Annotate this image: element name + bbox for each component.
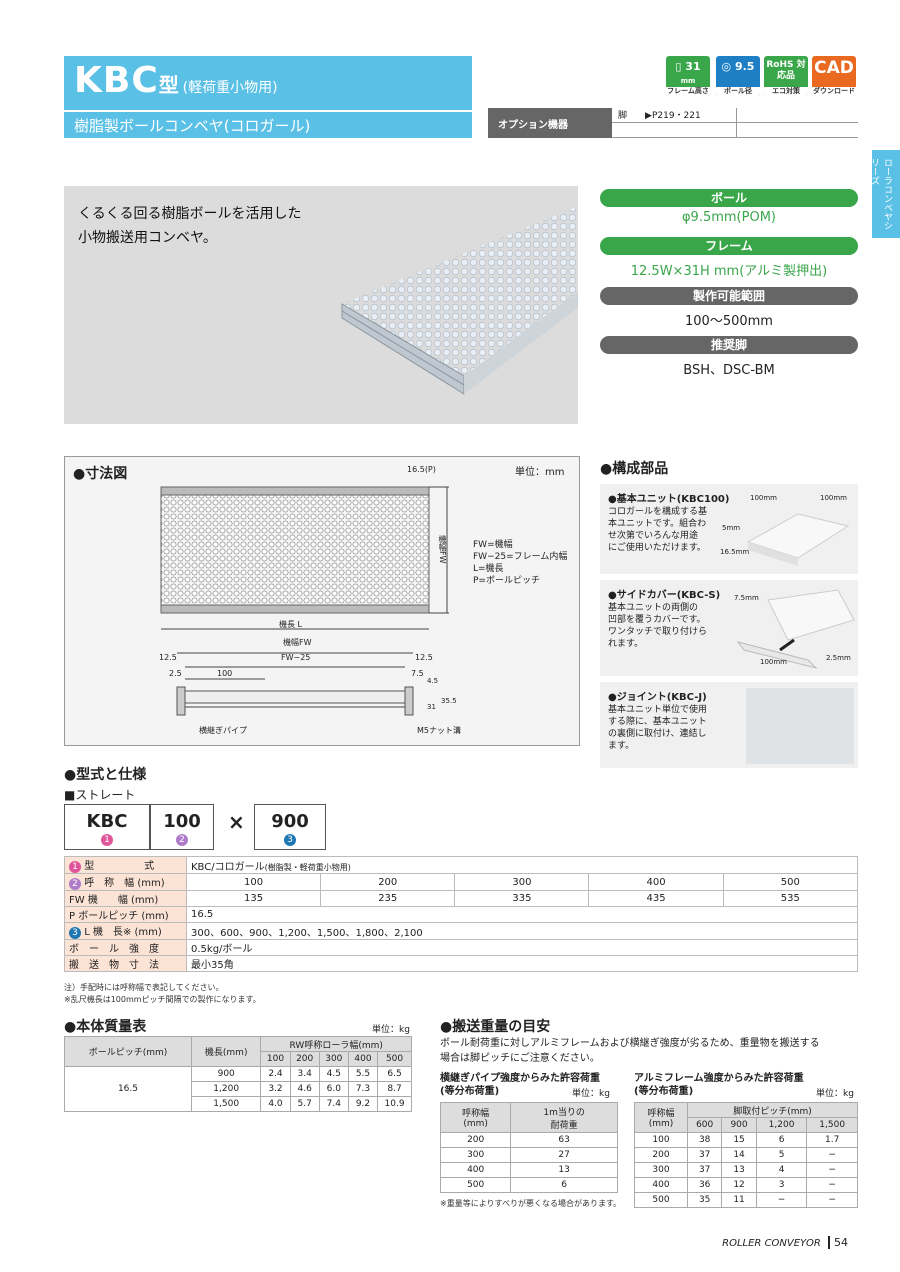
frame-spec-value: 12.5W×31H mm(アルミ製押出) [630, 264, 828, 279]
table-row: 3 L 機 長※ (mm)300、600、900、1,200、1,500、1,8… [64, 922, 858, 940]
part-basic-unit: ●基本ユニット(KBC100) コロガールを構成する基本ユニットです。組合わせ次… [600, 484, 858, 574]
table-row: P ボールピッチ (mm)16.5 [64, 906, 858, 923]
leg-page-ref[interactable]: ▶P219・221 [645, 111, 701, 121]
ball-spec-heading: ボール [600, 189, 858, 207]
header-divider [64, 110, 472, 112]
product-description: くるくる回る樹脂ボールを活用した小物搬送用コンベヤ。 [78, 206, 302, 246]
page-title: KBC型 (軽荷重小物用) [74, 60, 278, 101]
page-footer: ROLLER CONVEYOR 54 [722, 1236, 848, 1249]
frame-spec-heading: フレーム [600, 237, 858, 255]
table-row: 搬 送 物 寸 法最小35角 [64, 955, 858, 972]
ball-icon: ◎ [721, 60, 732, 73]
ball-diameter-badge: ◎ 9.5 ボール径 [716, 56, 760, 96]
product-hero: くるくる回る樹脂ボールを活用した小物搬送用コンベヤ。 [64, 186, 578, 424]
ball-spec-value: φ9.5mm(POM) [681, 210, 776, 225]
frame-icon: ▯ [675, 60, 682, 73]
range-spec-value: 100〜500mm [685, 314, 773, 329]
range-spec-heading: 製作可能範囲 [600, 287, 858, 305]
side-tab[interactable]: ローラコンベヤシリーズ [869, 150, 900, 238]
leg-spec-value: BSH、DSC-BM [683, 363, 775, 378]
page-subtitle: 樹脂製ボールコンベヤ(コロガール) [64, 112, 472, 138]
joint-photo [746, 688, 854, 764]
spec-table: 1 型 式 KBC/コロガール(樹脂製・軽荷重小物用) 2 呼 称 幅 (mm)… [64, 856, 859, 972]
page-number: 54 [828, 1236, 848, 1249]
rohs-badge: RoHS 対応品 エコ対策 [764, 56, 808, 96]
part-joint: ●ジョイント(KBC-J) 基本ユニット単位で使用する際に、基本ユニットの裏側に… [600, 682, 858, 768]
part-side-cover: ●サイドカバー(KBC-S) 基本ユニットの両側の凹部を覆うカバーです。ワンタッ… [600, 580, 858, 676]
leg-spec-heading: 推奨脚 [600, 336, 858, 354]
option-table: オプション機器 脚 ▶P219・221 [488, 108, 858, 138]
load-description: ボール耐荷重に対しアルミフレームおよび横継ぎ強度が劣るため、重量物を搬送する場合… [440, 1038, 820, 1064]
conveyor-photo [341, 206, 578, 395]
table-row: 1 型 式 KBC/コロガール(樹脂製・軽荷重小物用) [64, 856, 858, 874]
cad-download-badge[interactable]: CAD ダウンロード [812, 56, 856, 96]
